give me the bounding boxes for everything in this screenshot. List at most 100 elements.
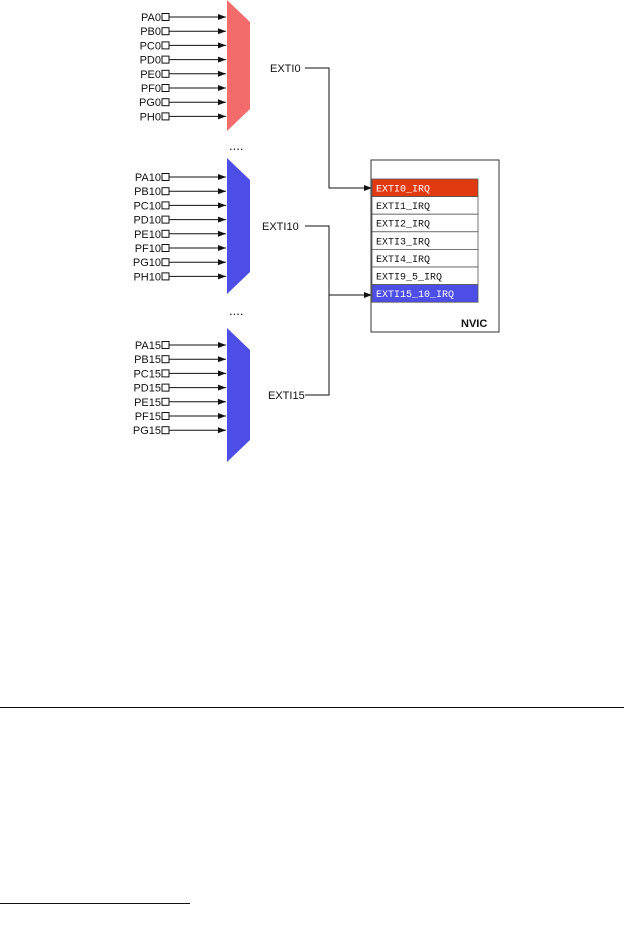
pin-ph0: PH0: [140, 111, 226, 123]
irq-label: EXTI3_IRQ: [376, 237, 430, 248]
irq-row-exti3-irq: EXTI3_IRQ: [371, 231, 479, 250]
irq-row-exti15-10-irq: EXTI15_10_IRQ: [371, 284, 479, 303]
pin-label: PE10: [134, 229, 161, 241]
pin-square: [161, 369, 170, 378]
pin-square: [161, 383, 170, 392]
page-divider: [0, 707, 624, 708]
irq-label: EXTI2_IRQ: [376, 220, 430, 231]
irq-label: EXTI4_IRQ: [376, 255, 430, 266]
pin-label: PE0: [140, 69, 161, 81]
pin-pf15: PF15: [135, 411, 226, 423]
pin-label: PF10: [135, 243, 161, 255]
wire-exti10-exti15-bus: [305, 225, 330, 396]
pin-pg15: PG15: [133, 425, 226, 437]
pin-square: [161, 272, 170, 281]
pin-label: PC10: [133, 200, 161, 212]
pin-label: PG10: [133, 257, 161, 269]
pin-label: PD0: [140, 55, 161, 67]
pin-pa15: PA15: [135, 340, 226, 352]
pin-pe15: PE15: [134, 397, 226, 409]
irq-label: EXTI1_IRQ: [376, 202, 430, 213]
pin-pe10: PE10: [134, 229, 226, 241]
pin-label: PA15: [135, 340, 161, 352]
nvic-block: EXTI0_IRQ EXTI1_IRQ EXTI2_IRQ EXTI3_IRQ EXTI…: [370, 159, 500, 333]
irq-row-exti1-irq: EXTI1_IRQ: [371, 196, 479, 215]
irq-label: EXTI15_10_IRQ: [376, 290, 454, 301]
pin-square: [161, 41, 170, 50]
mux-shape: [227, 0, 250, 131]
pin-pd0: PD0: [140, 55, 226, 67]
pin-pc0: PC0: [140, 40, 226, 52]
pin-pg10: PG10: [133, 257, 226, 269]
pin-square: [161, 69, 170, 78]
pin-square: [161, 55, 170, 64]
pin-pb10: PB10: [134, 186, 226, 198]
pin-square: [161, 173, 170, 181]
irq-row-exti4-irq: EXTI4_IRQ: [371, 248, 479, 268]
exti-line-label: EXTI0: [270, 63, 301, 75]
pin-label: PC0: [140, 40, 161, 52]
pin-ph10: PH10: [133, 271, 226, 283]
irq-row-exti2-irq: EXTI2_IRQ: [371, 213, 479, 233]
pin-square: [161, 258, 170, 267]
ellipsis: ....: [229, 303, 243, 318]
pin-square: [161, 84, 170, 92]
irq-label: EXTI9_5_IRQ: [376, 273, 442, 284]
pin-pd10: PD10: [133, 215, 226, 227]
pin-pg0: PG0: [139, 97, 226, 109]
pin-square: [161, 426, 170, 435]
pin-square: [161, 27, 170, 36]
pin-pf10: PF10: [135, 243, 226, 255]
pin-square: [161, 201, 170, 210]
pin-label: PH0: [140, 111, 161, 123]
pin-label: PH10: [133, 271, 161, 283]
pin-label: PF15: [135, 411, 161, 423]
pin-label: PB15: [134, 354, 161, 366]
exti-line-label: EXTI15: [268, 390, 305, 402]
pin-square: [161, 355, 170, 364]
footnote-rule: [0, 903, 190, 904]
pin-square: [161, 112, 170, 121]
pin-pd15: PD15: [133, 383, 226, 395]
pin-square: [161, 187, 170, 196]
pin-label: PF0: [141, 83, 161, 95]
pin-square: [161, 215, 170, 224]
pin-label: PE15: [134, 397, 161, 409]
pin-square: [161, 397, 170, 406]
pin-label: PG15: [133, 425, 161, 437]
pin-pf0: PF0: [141, 83, 226, 95]
pin-pb15: PB15: [134, 354, 226, 366]
pin-label: PG0: [139, 97, 161, 109]
wire-exti0-to-irq: [305, 67, 372, 191]
pin-square: [161, 98, 170, 107]
pin-pa10: PA10: [135, 172, 226, 184]
irq-row-exti9-5-irq: EXTI9_5_IRQ: [371, 266, 479, 286]
pin-label: PB0: [140, 26, 161, 38]
irq-cell: [371, 284, 479, 303]
mux-shape: [227, 328, 250, 462]
pin-label: PD15: [133, 383, 161, 395]
pin-square: [161, 341, 170, 349]
nvic-title: NVIC: [461, 318, 487, 330]
exti-line-label: EXTI10: [262, 221, 299, 233]
pin-square: [161, 244, 170, 252]
pin-pe0: PE0: [140, 69, 226, 81]
pin-pc15: PC15: [133, 368, 226, 380]
pin-label: PD10: [133, 215, 161, 227]
pin-pb0: PB0: [140, 26, 226, 38]
pin-square: [161, 412, 170, 420]
irq-row-exti0-irq: EXTI0_IRQ: [371, 178, 479, 198]
pin-label: PC15: [133, 368, 161, 380]
mux-shape: [227, 158, 250, 294]
pin-pc10: PC10: [133, 200, 226, 212]
pin-square: [161, 13, 170, 21]
pin-label: PA10: [135, 172, 161, 184]
pin-square: [161, 229, 170, 238]
pin-label: PB10: [134, 186, 161, 198]
irq-label: EXTI0_IRQ: [376, 185, 430, 196]
ellipsis: ....: [229, 138, 243, 153]
